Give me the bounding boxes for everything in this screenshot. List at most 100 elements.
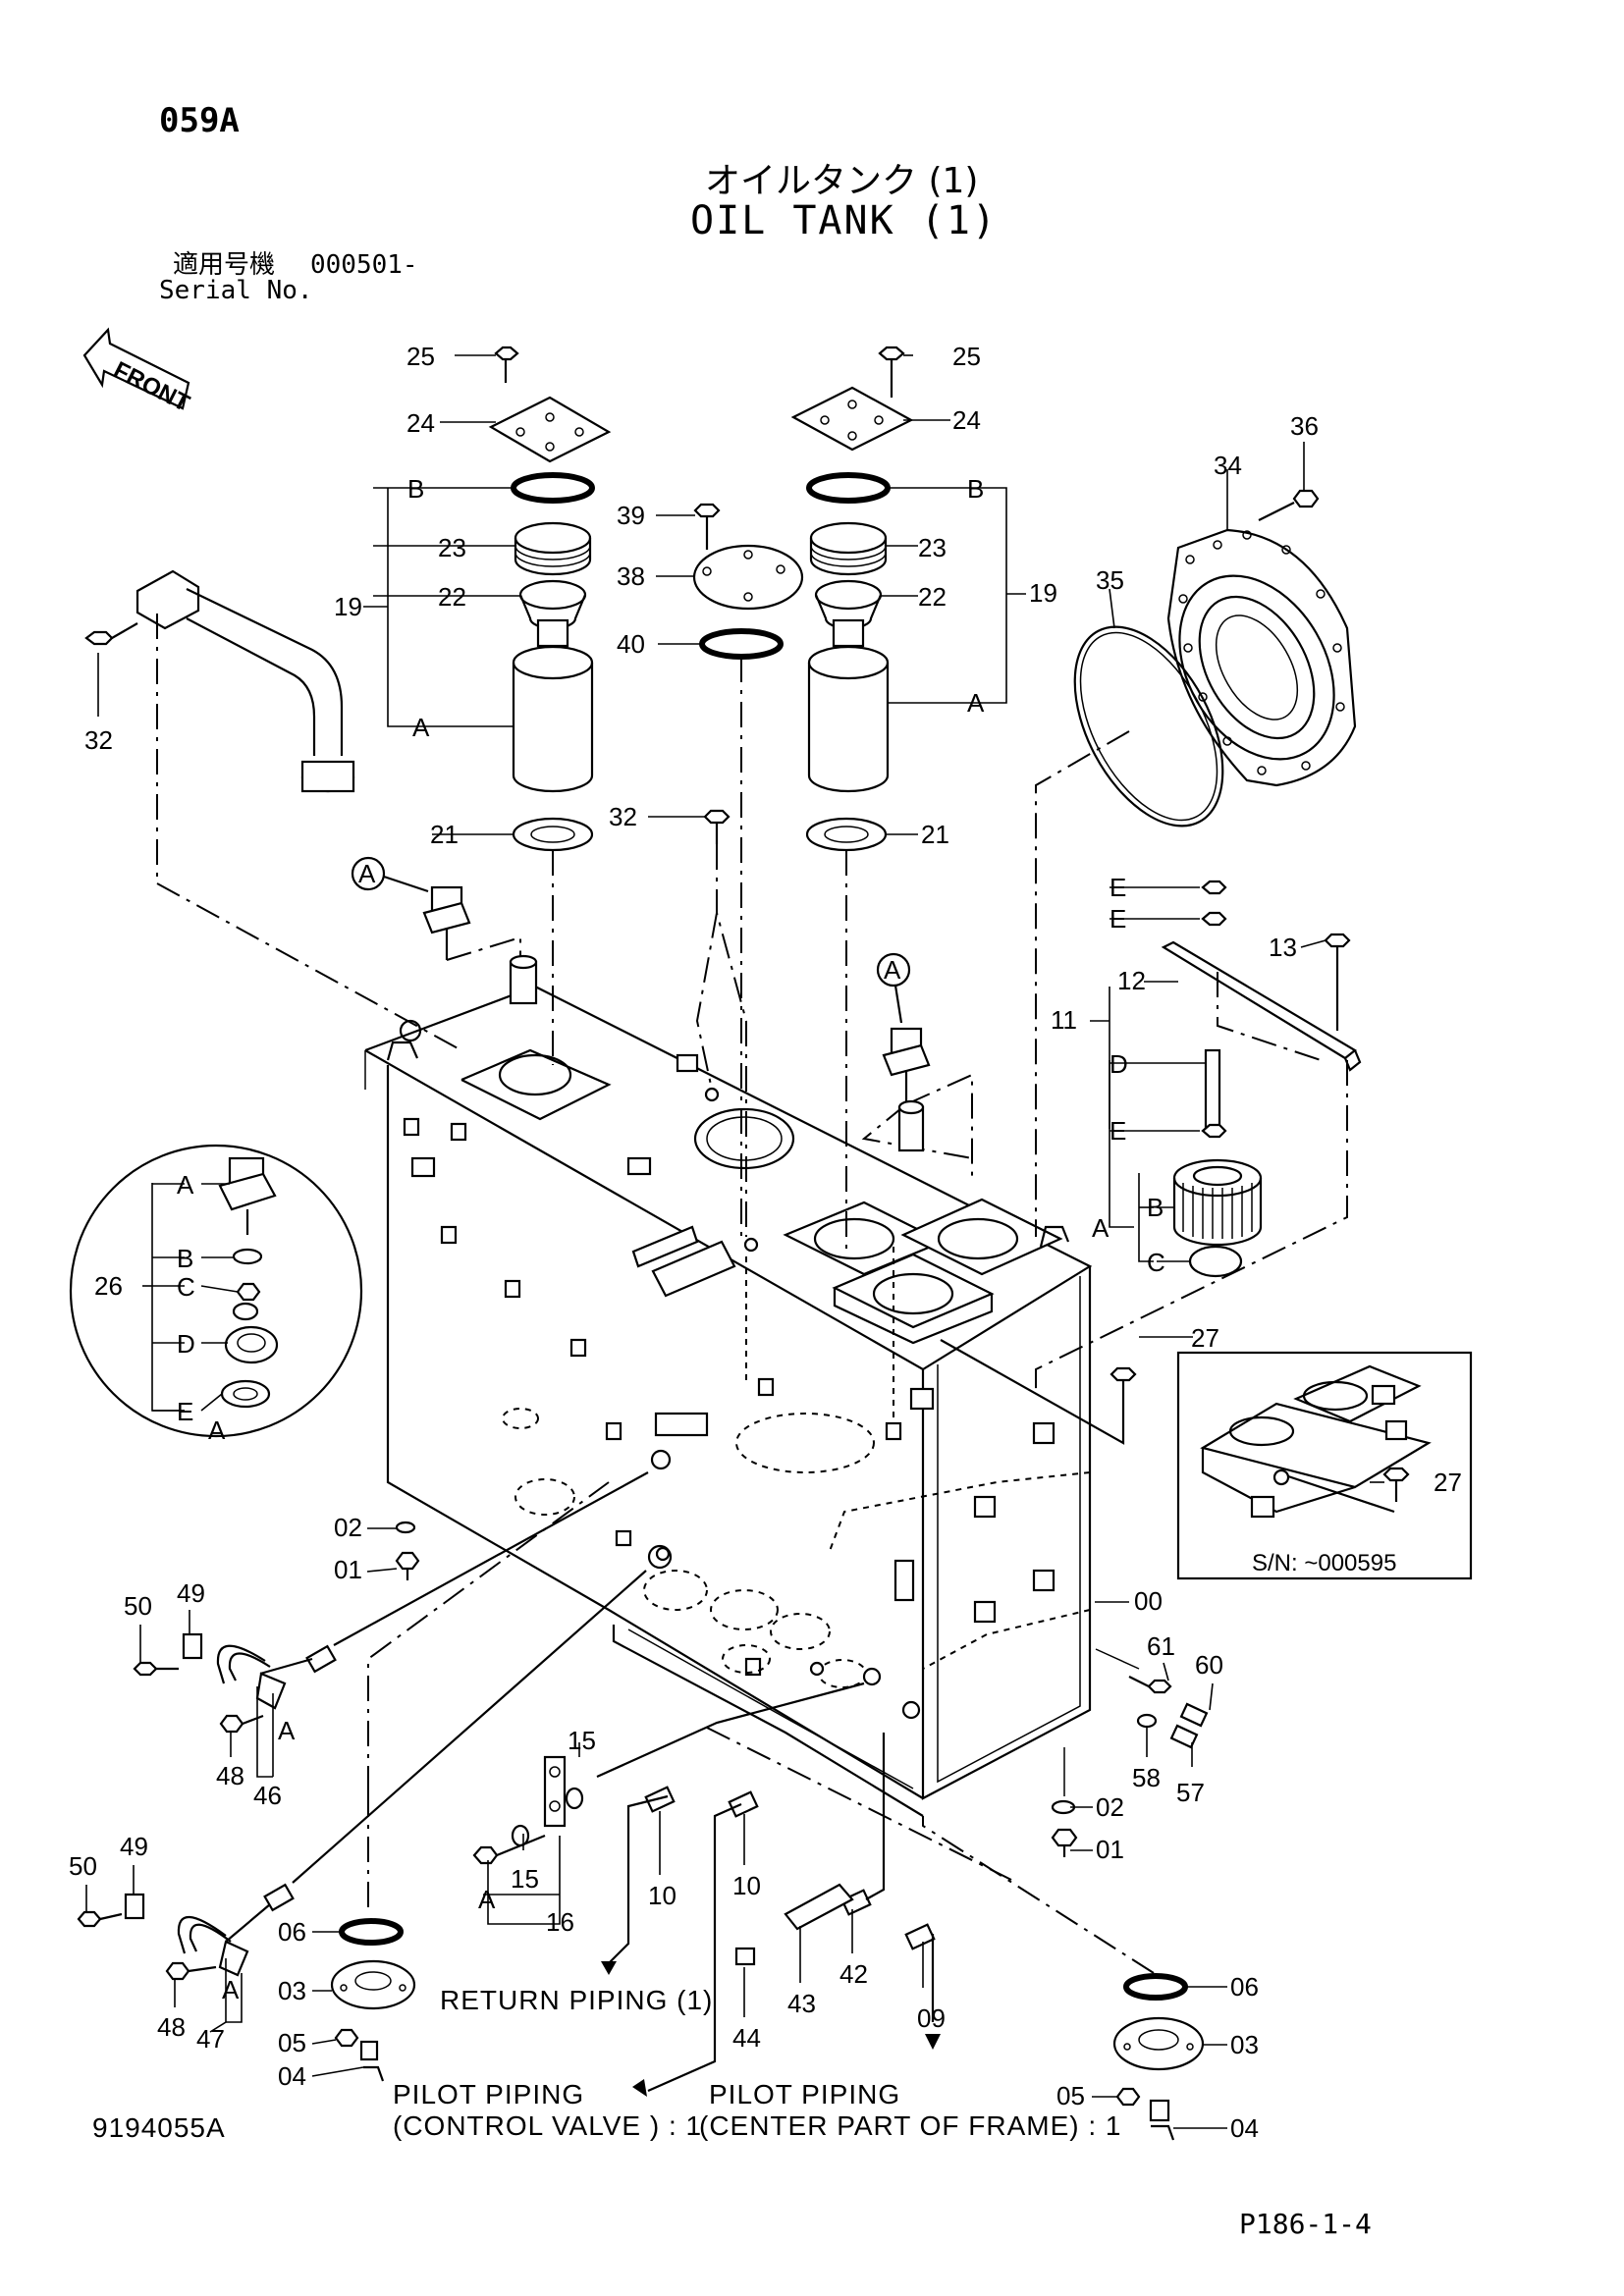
right-filter-assembly xyxy=(790,346,914,1256)
leader-lines xyxy=(85,354,1384,2129)
level-sensor-lower xyxy=(77,1570,647,1981)
callout-48: 48 xyxy=(216,1761,244,1790)
callout-38: 38 xyxy=(617,561,645,591)
oil-tank-body xyxy=(364,985,1093,1817)
letter-a: A xyxy=(222,1975,240,2004)
piping-labels: RETURN PIPING (1) PILOT PIPING (CONTROL … xyxy=(393,1985,1121,2141)
callout-24: 24 xyxy=(952,405,981,435)
callout-25: 25 xyxy=(406,342,435,371)
callout-04: 04 xyxy=(278,2061,306,2091)
callout-24: 24 xyxy=(406,408,435,438)
letter-a: A xyxy=(478,1885,496,1914)
callout-numbers: 00 01 01 02 02 03 03 04 04 05 05 06 06 0… xyxy=(69,342,1462,2143)
letter-e: E xyxy=(1110,904,1126,934)
callout-43: 43 xyxy=(787,1989,816,2018)
callout-21: 21 xyxy=(921,820,949,849)
serial-label-jp: 適用号機 xyxy=(173,250,276,280)
pilot-piping-cv-line2: (CONTROL VALVE ) : 1 xyxy=(393,2110,702,2141)
right-fittings xyxy=(1095,1648,1209,1749)
piping-arrows xyxy=(601,1961,941,2097)
letter-e: E xyxy=(1110,873,1126,902)
callout-40: 40 xyxy=(617,629,645,659)
callout-27: 27 xyxy=(1191,1323,1219,1353)
callout-36: 36 xyxy=(1290,411,1319,441)
callout-49: 49 xyxy=(120,1832,148,1861)
letter-a: A xyxy=(177,1170,194,1200)
letter-a: A xyxy=(208,1415,226,1445)
suction-pipe xyxy=(84,569,462,1051)
callout-44: 44 xyxy=(732,2023,761,2053)
callout-01: 01 xyxy=(334,1555,362,1584)
letter-a-circled: A xyxy=(884,955,901,985)
inner-fittings xyxy=(472,1682,1012,2093)
letter-c: C xyxy=(177,1272,195,1302)
level-sensor-upper xyxy=(133,1471,649,1734)
callout-27: 27 xyxy=(1434,1468,1462,1497)
callout-06: 06 xyxy=(278,1917,306,1947)
letter-a: A xyxy=(1092,1213,1110,1243)
letter-e: E xyxy=(1110,1116,1126,1146)
callout-00: 00 xyxy=(1134,1586,1163,1616)
center-cover-assembly xyxy=(692,503,804,1253)
breather-right xyxy=(861,1027,973,1178)
callout-57: 57 xyxy=(1176,1778,1205,1807)
drain-cover-right xyxy=(922,1816,1205,2141)
callout-46: 46 xyxy=(253,1781,282,1810)
pilot-piping-cv-line1: PILOT PIPING xyxy=(393,2079,584,2109)
callout-50: 50 xyxy=(124,1591,152,1621)
front-direction-arrow: FRONT xyxy=(82,327,193,417)
left-filter-assembly xyxy=(488,346,612,1065)
letter-b: B xyxy=(177,1244,193,1273)
callout-15: 15 xyxy=(568,1726,596,1755)
callout-23: 23 xyxy=(438,533,466,562)
callout-15: 15 xyxy=(511,1864,539,1894)
callout-39: 39 xyxy=(617,501,645,530)
pilot-piping-cf-line2: (CENTER PART OF FRAME) : 1 xyxy=(699,2110,1121,2141)
callout-50: 50 xyxy=(69,1851,97,1881)
bolt-27 xyxy=(940,1339,1137,1445)
callout-10: 10 xyxy=(648,1881,677,1910)
page-reference: P186-1-4 xyxy=(1239,2208,1372,2240)
callout-09: 09 xyxy=(917,2003,946,2033)
callout-13: 13 xyxy=(1269,933,1297,962)
callout-22: 22 xyxy=(438,582,466,612)
letter-b: B xyxy=(407,474,424,504)
callout-16: 16 xyxy=(546,1907,574,1937)
callout-47: 47 xyxy=(196,2024,225,2054)
callout-05: 05 xyxy=(1056,2081,1085,2110)
page-code: 059A xyxy=(159,101,240,140)
callout-02: 02 xyxy=(334,1513,362,1542)
letter-e: E xyxy=(177,1397,193,1426)
title-japanese: オイルタンク (1) xyxy=(705,161,979,201)
callout-35: 35 xyxy=(1096,565,1124,595)
bolt-32-center xyxy=(695,809,747,1237)
serial-value: 000501- xyxy=(310,250,418,280)
breather-left xyxy=(422,885,538,1005)
callout-49: 49 xyxy=(177,1578,205,1608)
letter-a: A xyxy=(412,713,430,742)
tank-cover-flange xyxy=(1035,489,1357,1237)
return-piping-label: RETURN PIPING (1) xyxy=(440,1985,713,2015)
callout-25: 25 xyxy=(952,342,981,371)
callout-11: 11 xyxy=(1051,1005,1077,1035)
callout-22: 22 xyxy=(918,582,947,612)
drain-right xyxy=(1051,1747,1078,1857)
callout-48: 48 xyxy=(157,2012,186,2042)
letter-callouts: A A A A A A A A A A B B B B C C D D E E … xyxy=(177,474,1165,2004)
callout-01: 01 xyxy=(1096,1835,1124,1864)
drain-left xyxy=(395,1521,420,1580)
callout-32: 32 xyxy=(84,725,113,755)
inset-serial-note: S/N: ~000595 xyxy=(1252,1550,1396,1576)
letter-a-circled: A xyxy=(358,859,376,888)
letter-a: A xyxy=(967,688,985,718)
callout-61: 61 xyxy=(1147,1631,1175,1661)
pilot-piping-cf-line1: PILOT PIPING xyxy=(709,2079,900,2109)
serial-label-en: Serial No. xyxy=(159,276,313,305)
callout-19: 19 xyxy=(334,592,362,621)
letter-d: D xyxy=(177,1329,195,1359)
callout-12: 12 xyxy=(1117,966,1146,995)
letter-a: A xyxy=(278,1716,296,1745)
callout-05: 05 xyxy=(278,2028,306,2057)
letter-c: C xyxy=(1147,1248,1165,1277)
